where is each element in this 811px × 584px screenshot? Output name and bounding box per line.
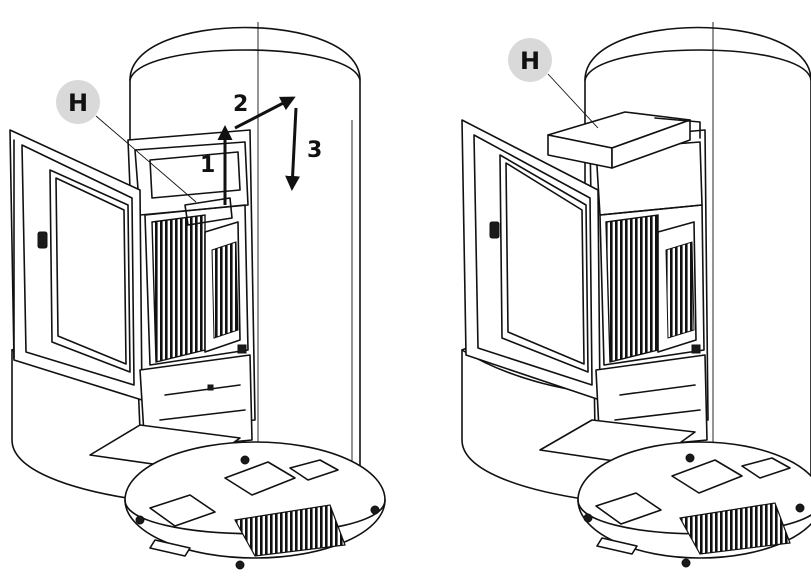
callout-h-right: H [508, 38, 599, 129]
door-handle-icon [489, 221, 500, 239]
callout-h-label: H [520, 47, 540, 75]
step-2-label: 2 [233, 92, 248, 117]
rotating-base-right [577, 441, 811, 568]
stove-right: H [461, 22, 811, 568]
stove-door-left [9, 129, 143, 401]
arrow-back-icon [234, 96, 296, 130]
step-arrows: 1 2 3 [200, 92, 322, 205]
arrow-down-icon [285, 107, 301, 191]
stove-door-right [461, 119, 601, 401]
stove-left: 1 2 3 H [9, 22, 386, 570]
callout-h-left: H [56, 80, 197, 203]
firebox-left [151, 197, 241, 363]
step-3-label: 3 [307, 138, 322, 163]
callout-h-label: H [68, 89, 88, 117]
door-handle-icon [37, 231, 48, 249]
firebox-right [605, 214, 697, 363]
stove-lower-body [139, 344, 253, 451]
rotating-base-left [124, 441, 386, 570]
removed-deflector-plate [547, 111, 701, 169]
step-1-label: 1 [200, 153, 215, 178]
